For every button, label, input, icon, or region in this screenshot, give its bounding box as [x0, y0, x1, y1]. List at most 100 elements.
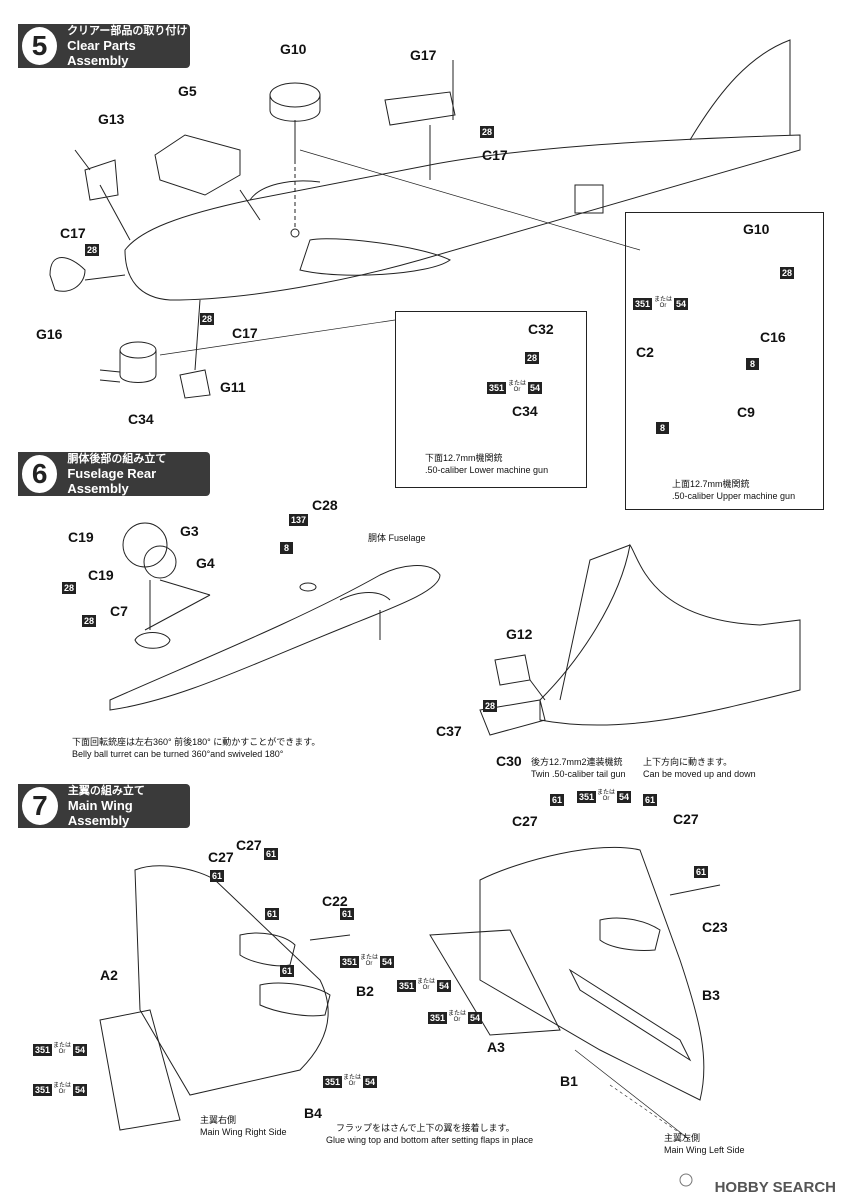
paint-badge: 54 — [363, 1076, 378, 1088]
fuselage-en: Fuselage — [388, 533, 426, 543]
step-number: 7 — [20, 785, 60, 827]
paint-badge: 351 — [323, 1076, 343, 1088]
paint-badge: 61 — [210, 870, 225, 882]
paint-badge: 351 — [577, 791, 597, 803]
tail-fin-drawing — [689, 39, 791, 141]
lower-gun-detail-box — [395, 311, 587, 488]
paint-badge: 54 — [617, 791, 632, 803]
paint-badge: 351 — [428, 1012, 448, 1024]
part-label: G4 — [196, 555, 215, 571]
part-label: C17 — [232, 325, 258, 341]
step-title-en: Main Wing Assembly — [67, 797, 133, 828]
part-label: C27 — [512, 813, 538, 829]
part-label: G10 — [280, 41, 307, 57]
part-label: B1 — [560, 1073, 578, 1089]
tail-drawing — [539, 543, 801, 726]
part-label: B2 — [356, 983, 374, 999]
or-mark: または Or — [597, 790, 616, 802]
part-label: A2 — [100, 967, 118, 983]
paint-badge: 54 — [468, 1012, 483, 1024]
part-label: C34 — [512, 403, 538, 419]
flaps-note-en: Glue wing top and bottom after setting f… — [326, 1135, 534, 1145]
paint-badge: 28 — [82, 615, 97, 627]
paint-badge: 54 — [437, 980, 452, 992]
paint-badge: 28 — [85, 244, 100, 256]
paint-badge: 28 — [483, 700, 498, 712]
upper-gun-caption-en: .50-caliber Upper machine gun — [672, 491, 796, 501]
turret-note-en: Belly ball turret can be turned 360°and … — [72, 749, 284, 759]
part-label: C27 — [236, 837, 262, 853]
lower-gun-caption-jp: 下面12.7mm機関銃 — [425, 453, 503, 463]
or-mark: または Or — [654, 297, 673, 309]
part-label: B4 — [304, 1105, 322, 1121]
part-label: C32 — [528, 321, 554, 337]
rear-fuselage-drawing — [109, 565, 441, 711]
paint-badge: 61 — [550, 794, 565, 806]
paint-badge: 28 — [62, 582, 77, 594]
paint-badge: 28 — [525, 352, 540, 364]
paint-badge: 54 — [380, 956, 395, 968]
part-label: G3 — [180, 523, 199, 539]
paint-badge: 351 — [397, 980, 417, 992]
part-label: C28 — [312, 497, 338, 513]
upper-gun-caption-jp: 上面12.7mm機関銃 — [672, 479, 750, 489]
tail-gun-en: Twin .50-caliber tail gun — [531, 769, 626, 779]
part-label: C34 — [128, 411, 154, 427]
step-6-header: 6 胴体後部の組み立て Fuselage Rear Assembly — [18, 452, 210, 496]
paint-badge: 8 — [746, 358, 759, 370]
lower-gun-caption-en: .50-caliber Lower machine gun — [425, 465, 549, 475]
paint-badge: 28 — [780, 267, 795, 279]
part-label: G16 — [36, 326, 63, 342]
paint-badge: 54 — [73, 1044, 88, 1056]
paint-badge: 351 — [487, 382, 507, 394]
upper-gun-detail-box — [625, 212, 824, 510]
paint-badge: 61 — [264, 848, 279, 860]
paint-badge: 8 — [656, 422, 669, 434]
part-label: C2 — [636, 344, 654, 360]
right-wing-drawing — [134, 865, 329, 1096]
part-label: A3 — [487, 1039, 505, 1055]
or-mark: または Or — [448, 1011, 467, 1023]
paint-badge: 351 — [33, 1084, 53, 1096]
step-title-en: Fuselage Rear Assembly — [67, 465, 157, 496]
step-number: 5 — [20, 25, 60, 67]
part-label: G13 — [98, 111, 125, 127]
updown-jp: 上下方向に動きます。 — [643, 757, 733, 767]
left-wing-jp: 主翼左側 — [664, 1133, 701, 1143]
fuselage-jp: 胴体 — [368, 533, 387, 543]
left-wing-en: Main Wing Left Side — [664, 1145, 745, 1155]
fuselage-caption: 胴体 Fuselage — [368, 532, 426, 544]
step-number: 6 — [20, 453, 60, 495]
part-label: G11 — [220, 379, 246, 395]
paint-badge: 54 — [528, 382, 543, 394]
part-label: C27 — [673, 811, 699, 827]
part-label: G12 — [506, 626, 533, 642]
paint-badge: 28 — [480, 126, 495, 138]
paint-badge: 61 — [280, 965, 295, 977]
paint-badge: 8 — [280, 542, 293, 554]
part-label: C9 — [737, 404, 755, 420]
flaps-note-jp: フラップをはさんで上下の翼を接着します。 — [336, 1123, 515, 1133]
or-mark: または Or — [417, 979, 436, 991]
paint-badge: 61 — [694, 866, 709, 878]
left-wing-drawing — [479, 846, 705, 1101]
part-label: C30 — [496, 753, 522, 769]
or-mark: または Or — [508, 381, 527, 393]
part-label: C23 — [702, 919, 728, 935]
or-mark: または Or — [53, 1043, 72, 1055]
part-label: G5 — [178, 83, 197, 99]
updown-en: Can be moved up and down — [643, 769, 756, 779]
paint-badge: 28 — [200, 313, 215, 325]
or-mark: または Or — [360, 955, 379, 967]
paint-badge: 61 — [340, 908, 355, 920]
paint-badge: 61 — [265, 908, 280, 920]
part-label: C19 — [68, 529, 94, 545]
part-label: C22 — [322, 893, 348, 909]
or-mark: または Or — [53, 1083, 72, 1095]
watermark: HOBBY SEARCH — [714, 1179, 836, 1196]
part-label: C37 — [436, 723, 462, 739]
right-wing-en: Main Wing Right Side — [200, 1127, 287, 1137]
turret-note-jp: 下面回転銃座は左右360° 前後180° に動かすことができます。 — [72, 737, 321, 747]
part-label: C7 — [110, 603, 128, 619]
step-title-jp: 胴体後部の組み立て — [67, 452, 167, 465]
